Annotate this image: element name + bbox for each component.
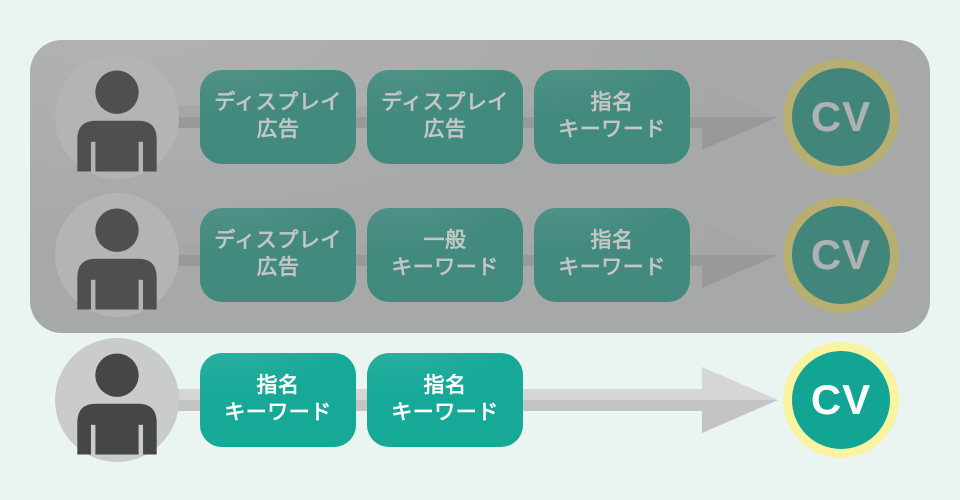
touchpoint-box-display-ad: ディスプレイ 広告 — [200, 70, 356, 164]
touchpoint-label-line: ディスプレイ — [381, 91, 509, 115]
touchpoint-label-line: キーワード — [558, 256, 666, 279]
touchpoint-label-line: 指名 — [423, 374, 467, 398]
touchpoint-label-line: 広告 — [256, 256, 300, 279]
cv-label: CV — [810, 93, 872, 140]
touchpoint-label-line: ディスプレイ — [214, 229, 342, 253]
touchpoint-label-line: ディスプレイ — [214, 91, 342, 115]
touchpoint-label-line: キーワード — [224, 401, 332, 424]
user-avatar-icon — [55, 193, 179, 317]
cv-label: CV — [810, 376, 872, 423]
touchpoint-box-branded-keyword: 指名 キーワード — [534, 70, 690, 164]
touchpoint-label-line: 指名 — [590, 91, 634, 115]
touchpoint-box-branded-keyword: 指名 キーワード — [367, 353, 523, 447]
touchpoint-label-line: 一般 — [423, 229, 467, 253]
cv-badge: CV — [783, 59, 899, 175]
touchpoint-label-line: 指名 — [590, 229, 634, 253]
cv-label: CV — [810, 231, 872, 278]
user-avatar-icon — [55, 338, 179, 462]
touchpoint-box-branded-keyword: 指名 キーワード — [534, 208, 690, 302]
touchpoint-box-branded-keyword: 指名 キーワード — [200, 353, 356, 447]
touchpoint-box-generic-keyword: 一般 キーワード — [367, 208, 523, 302]
touchpoint-label-line: 広告 — [256, 118, 300, 141]
user-avatar-icon — [55, 55, 179, 179]
touchpoint-label-line: 指名 — [256, 374, 300, 398]
touchpoint-box-display-ad: ディスプレイ 広告 — [367, 70, 523, 164]
cv-badge: CV — [783, 342, 899, 458]
touchpoint-label-line: 広告 — [423, 118, 467, 141]
cv-badge: CV — [783, 197, 899, 313]
touchpoint-label-line: キーワード — [391, 401, 499, 424]
touchpoint-label-line: キーワード — [558, 118, 666, 141]
touchpoint-box-display-ad: ディスプレイ 広告 — [200, 208, 356, 302]
touchpoint-label-line: キーワード — [391, 256, 499, 279]
